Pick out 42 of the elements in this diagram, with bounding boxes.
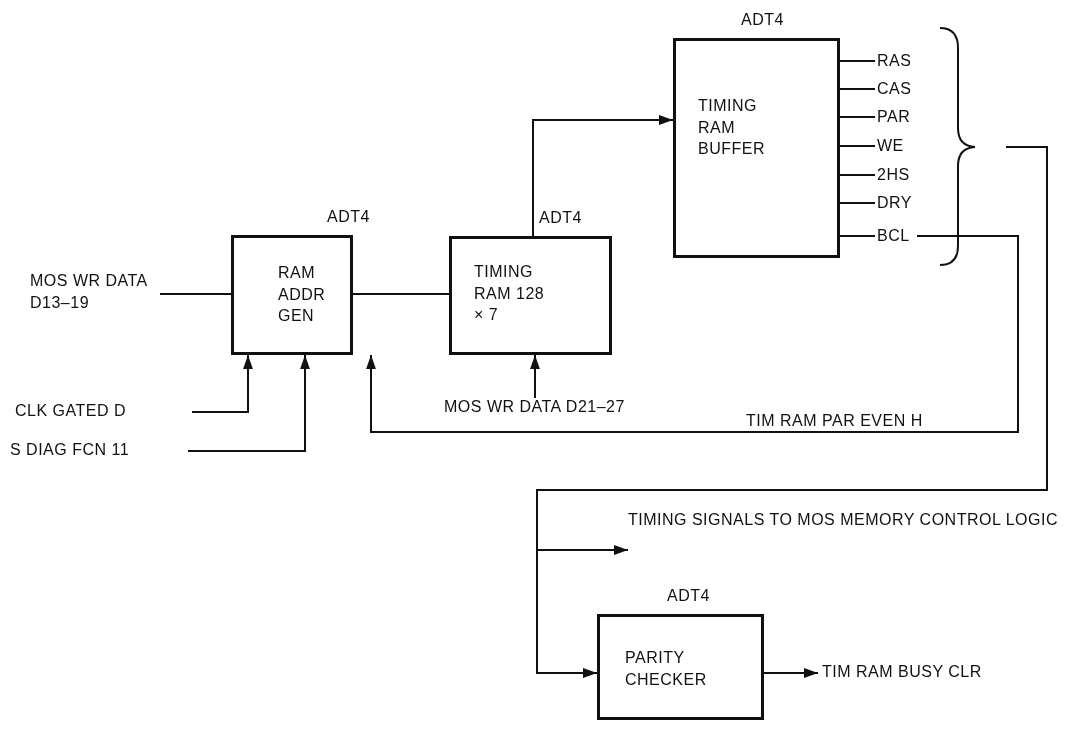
logic-block — [597, 614, 764, 720]
block-label: TIMING RAM 128 × 7 — [474, 262, 546, 326]
signal-name: S DIAG FCN 11 — [10, 441, 186, 461]
signal-line — [159, 293, 232, 295]
signal-line — [839, 145, 876, 147]
signal-arrow — [530, 354, 540, 399]
chip-designation: ADT4 — [539, 210, 582, 226]
signal-arrow — [191, 354, 253, 413]
signal-line — [839, 116, 876, 118]
signal-name: TIMING SIGNALS TO MOS MEMORY CONTROL LOGIC — [628, 509, 1063, 553]
signal-name: RAS — [877, 52, 917, 70]
signal-name: MOS WR DATA D13–19 — [30, 270, 160, 314]
signal-name: TIM RAM BUSY CLR — [822, 663, 1062, 683]
chip-designation: ADT4 — [741, 12, 784, 28]
signal-line — [839, 174, 876, 176]
signal-name: BCL — [877, 227, 915, 245]
signal-name: DRY — [877, 194, 917, 212]
logic-block — [449, 236, 612, 355]
signal-line — [352, 293, 450, 295]
signal-line — [839, 60, 876, 62]
signal-name: 2HS — [877, 166, 917, 184]
chip-designation: ADT4 — [327, 209, 370, 225]
logic-block — [673, 38, 840, 258]
edge-label: TIM RAM PAR EVEN H — [746, 413, 923, 429]
logic-block — [231, 235, 353, 355]
signal-line — [839, 88, 876, 90]
signal-arrow — [366, 235, 1019, 433]
block-label: RAM ADDR GEN — [278, 263, 327, 327]
signal-name: CAS — [877, 80, 917, 98]
signal-arrow — [536, 146, 1048, 678]
block-label: PARITY CHECKER — [625, 648, 708, 690]
signal-name: WE — [877, 137, 917, 155]
signal-arrow — [532, 115, 674, 237]
signal-arrow — [763, 668, 819, 678]
chip-designation: ADT4 — [667, 588, 710, 604]
signal-name: CLK GATED D — [15, 402, 189, 422]
signal-line — [839, 235, 876, 237]
signal-line — [839, 202, 876, 204]
block-label: TIMING RAM BUFFER — [698, 96, 766, 160]
signal-name: PAR — [877, 108, 917, 126]
signal-name: MOS WR DATA D21–27 — [444, 398, 702, 418]
signal-arrow — [187, 354, 310, 452]
